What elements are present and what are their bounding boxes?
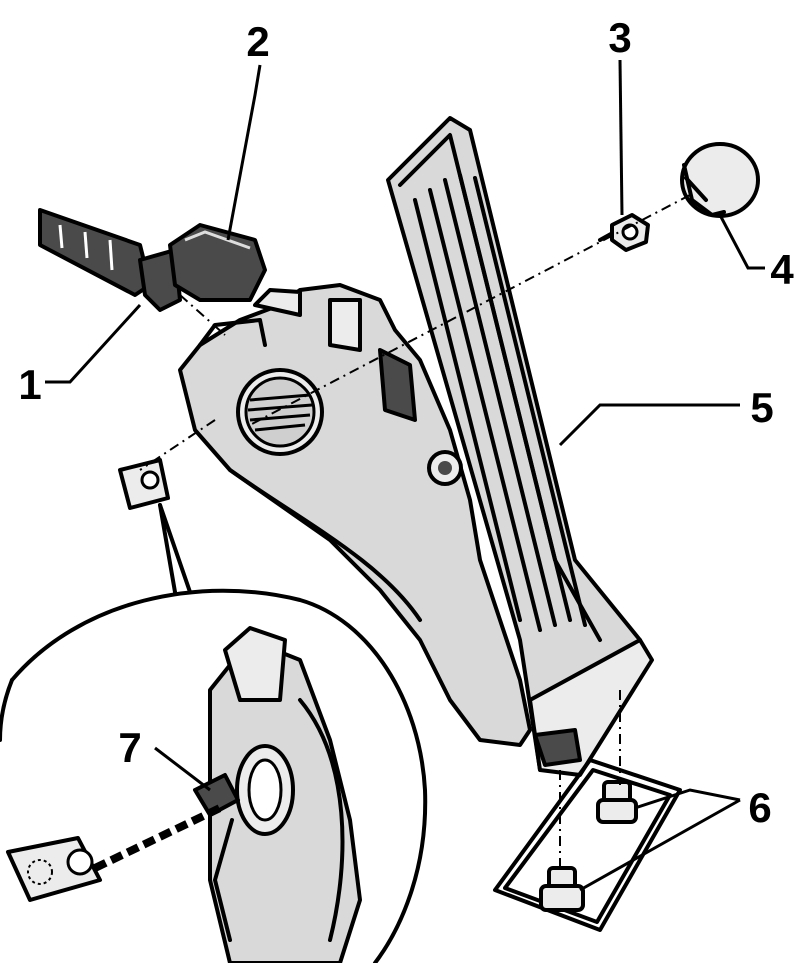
- detail-inset: [6, 626, 362, 963]
- mounting-nut: [598, 213, 650, 252]
- accelerator-pedal-module: [178, 116, 654, 777]
- rubber-buffers: [493, 758, 682, 932]
- callout-2: 2: [246, 18, 270, 65]
- detail-magnifier-circle: [0, 503, 428, 963]
- connector-housing: [168, 223, 267, 302]
- leader-lines: [45, 59, 765, 892]
- detail-connection-dashes: [93, 804, 222, 872]
- clip-nut: [118, 458, 170, 510]
- wiring-harness-connector: [38, 208, 182, 312]
- callout-3: 3: [608, 14, 632, 61]
- callout-6: 6: [748, 784, 772, 831]
- callout-4: 4: [770, 246, 794, 293]
- callout-1: 1: [18, 361, 42, 408]
- callout-7: 7: [118, 724, 142, 771]
- cap: [680, 142, 760, 218]
- assembly-axis-lines: [139, 194, 691, 870]
- callout-5: 5: [750, 384, 774, 431]
